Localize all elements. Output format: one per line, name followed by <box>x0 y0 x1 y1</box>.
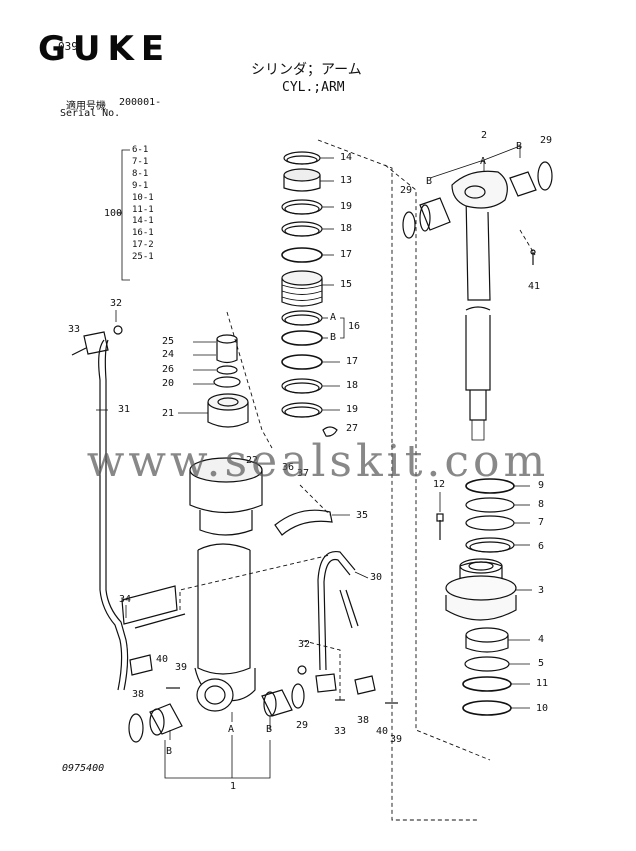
callout-29: 29 <box>540 135 553 146</box>
clamps <box>71 325 398 704</box>
callout-36: 36 <box>282 462 295 473</box>
callout-5: 5 <box>538 658 545 669</box>
callout-b: B <box>516 141 523 152</box>
group-100-item: 6-1 <box>132 145 149 155</box>
page-number: 039 <box>58 40 78 53</box>
callout-37: 37 <box>297 468 310 479</box>
callout-22: 22 <box>246 455 259 466</box>
group-100-item: 16-1 <box>132 228 154 239</box>
callout-39: 39 <box>390 734 403 745</box>
callout-7: 7 <box>538 517 545 528</box>
group-100-label: 100 <box>104 208 123 219</box>
callout-41: 41 <box>528 281 541 292</box>
callout-21: 21 <box>162 408 175 419</box>
callout-35: 35 <box>356 510 369 521</box>
callout-24: 24 <box>162 349 175 360</box>
callout-25: 25 <box>162 336 175 347</box>
callout-1: 1 <box>230 781 237 792</box>
callout-3: 3 <box>538 585 545 596</box>
callout-b: B <box>426 176 433 187</box>
leader-lines <box>96 145 532 779</box>
callout-27: 27 <box>346 423 359 434</box>
callout-16-a: A <box>330 312 337 323</box>
rod-cover <box>189 334 263 536</box>
callout-29: 29 <box>296 720 309 731</box>
callout-a: A <box>480 156 487 167</box>
callout-2: 2 <box>481 130 488 141</box>
callout-18: 18 <box>346 380 359 391</box>
assembly-guide-lines <box>179 139 536 821</box>
group-100-item: 14-1 <box>132 216 154 227</box>
cylinder-tube <box>128 543 305 743</box>
callout-9: 9 <box>538 480 545 491</box>
callout-32: 32 <box>110 298 123 309</box>
callout-38: 38 <box>132 689 145 700</box>
callout-15: 15 <box>340 279 353 290</box>
callout-12: 12 <box>433 479 446 490</box>
callout-b: B <box>266 724 273 735</box>
group-100-item: 7-1 <box>132 156 149 167</box>
callout-6: 6 <box>538 541 545 552</box>
pipes <box>83 331 359 691</box>
callout-19: 19 <box>340 201 353 212</box>
group-100-list: 6-1 7-1 8-1 9-1 10-1 11-1 14-1 16-1 17-2… <box>132 145 154 264</box>
callout-30: 30 <box>370 572 383 583</box>
serial-value: 200001- <box>119 97 162 108</box>
callout-31: 31 <box>118 404 131 415</box>
callout-17: 17 <box>340 249 353 260</box>
callout-17: 17 <box>346 356 359 367</box>
callout-14: 14 <box>340 152 353 163</box>
callout-b: B <box>166 746 173 757</box>
group-100-item: 10-1 <box>132 192 154 203</box>
callout-16-b: B <box>330 332 337 343</box>
seal-stack-upper <box>281 151 338 437</box>
title-japanese: シリンダ；アーム <box>251 62 362 78</box>
group-100-item: 8-1 <box>132 168 149 179</box>
callout-19: 19 <box>346 404 359 415</box>
group-100-item: 25-1 <box>132 252 154 263</box>
serial-label-english: Serial No. <box>60 108 121 119</box>
callout-11: 11 <box>536 678 549 689</box>
callout-a: A <box>228 724 235 735</box>
seal-stack-lower <box>436 478 517 716</box>
callout-10: 10 <box>536 703 549 714</box>
callout-4: 4 <box>538 634 545 645</box>
callout-29: 29 <box>400 185 413 196</box>
callout-40: 40 <box>376 726 389 737</box>
title-english: CYL.;ARM <box>282 80 345 95</box>
callout-8: 8 <box>538 499 545 510</box>
callout-18: 18 <box>340 223 353 234</box>
serial-label: 適用号機 <box>66 101 106 112</box>
brand-logo: GUKE <box>38 29 172 69</box>
callout-33: 33 <box>334 726 347 737</box>
watermark: www.sealskit.com <box>86 436 550 487</box>
piston-rod <box>402 161 553 441</box>
document-number: 0975400 <box>62 763 105 774</box>
callout-34: 34 <box>119 594 132 605</box>
callout-33: 33 <box>68 324 81 335</box>
callout-20: 20 <box>162 378 175 389</box>
callout-13: 13 <box>340 175 353 186</box>
callout-38: 38 <box>357 715 370 726</box>
group-100-item: 17-2 <box>132 240 154 251</box>
group-100-item: 9-1 <box>132 180 149 191</box>
callout-40: 40 <box>156 654 169 665</box>
callout-39: 39 <box>175 662 188 673</box>
callout-26: 26 <box>162 364 175 375</box>
group-100-item: 11-1 <box>132 204 154 215</box>
callout-32: 32 <box>298 639 311 650</box>
callout-16: 16 <box>348 321 361 332</box>
